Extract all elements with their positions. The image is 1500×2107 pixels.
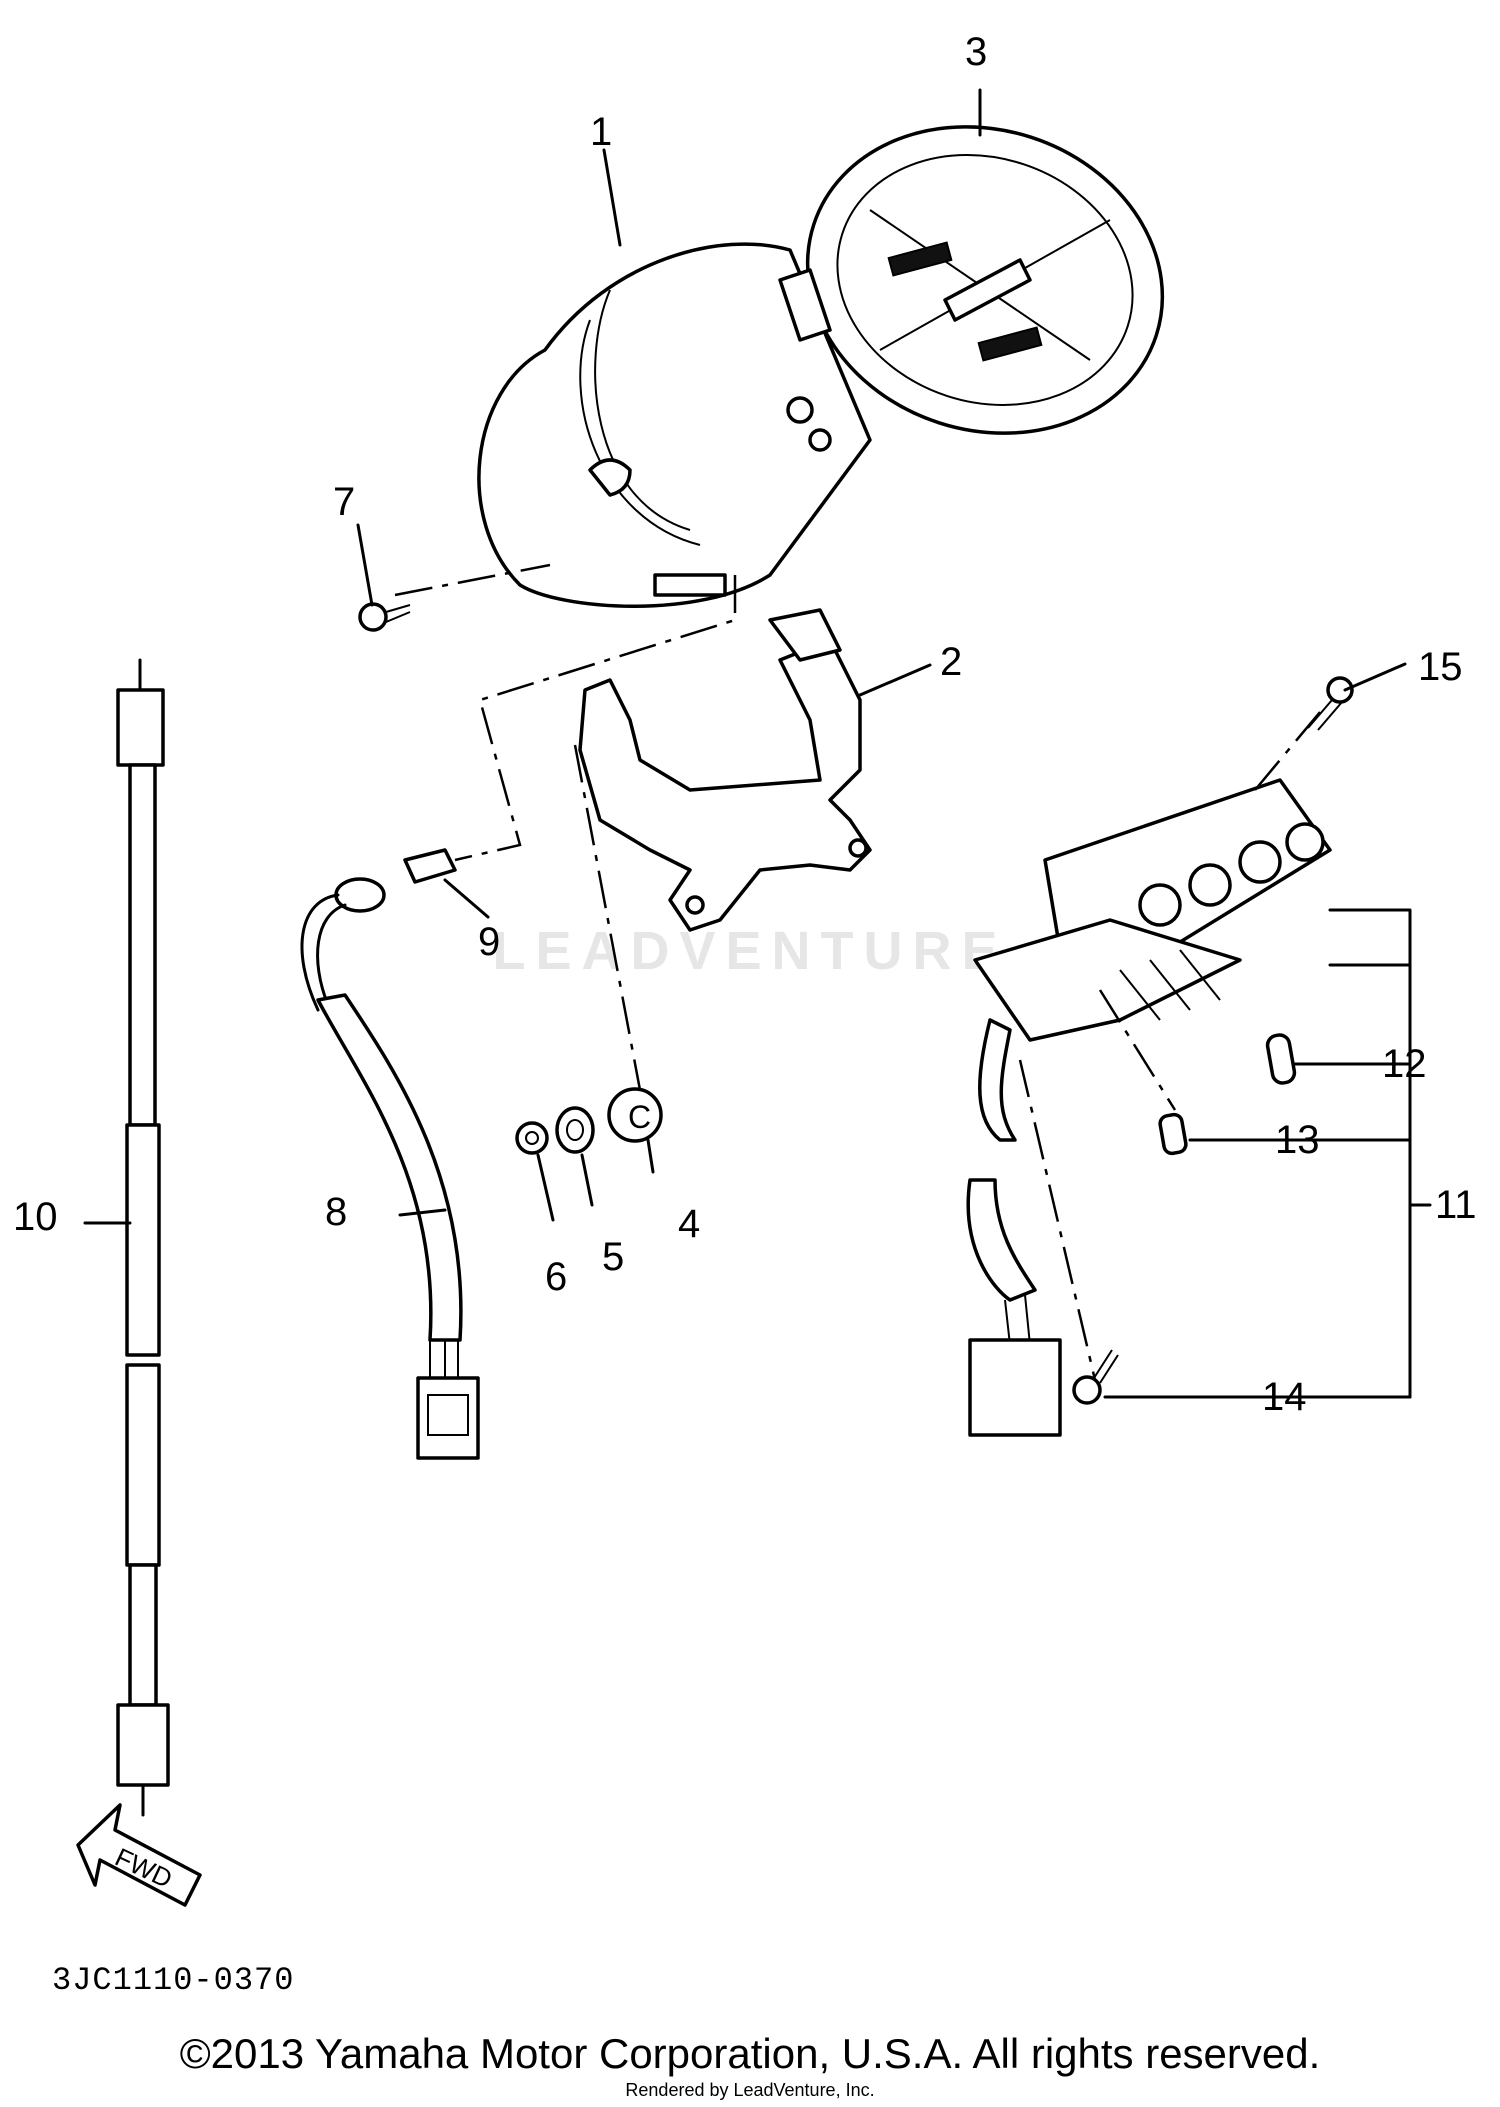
callout-8: 8 (325, 1190, 347, 1234)
speedometer-cable-part (116, 658, 170, 1817)
callout-7: 7 (333, 480, 355, 524)
bulb-13-part (1158, 1112, 1188, 1156)
callout-6: 6 (545, 1255, 567, 1299)
leader-lines (83, 88, 1432, 1399)
forward-arrow: FWD (76, 1803, 202, 1907)
callout-labels: 1 2 3 4 5 6 7 8 9 10 11 12 13 14 15 (13, 30, 1477, 1419)
callout-9: 9 (478, 920, 500, 964)
nut-part (515, 1121, 549, 1155)
callout-4: 4 (678, 1202, 700, 1246)
watermark-text: LEADVENTURE (492, 921, 1008, 981)
callout-2: 2 (940, 640, 962, 684)
screw-15-part (1307, 676, 1354, 731)
callout-5: 5 (602, 1235, 624, 1279)
screw-14-part (1072, 1349, 1119, 1405)
callout-15: 15 (1418, 645, 1463, 689)
callout-14: 14 (1262, 1375, 1307, 1419)
meter-bracket-part (578, 608, 872, 932)
callout-1: 1 (590, 110, 612, 154)
washer-part (555, 1106, 595, 1154)
diagram-code: 3JC1110-0370 (52, 1962, 295, 1999)
socket-boot-part (403, 848, 457, 884)
wire-harness-part (300, 877, 480, 1460)
callout-10: 10 (13, 1195, 58, 1239)
screw-part (358, 602, 411, 632)
callout-13: 13 (1275, 1118, 1320, 1162)
svg-text:C: C (628, 1099, 651, 1135)
rendered-by-text: Rendered by LeadVenture, Inc. (625, 2080, 875, 2100)
indicator-light-part (966, 778, 1332, 1437)
callout-12: 12 (1382, 1042, 1427, 1086)
meter-housing-part (477, 242, 872, 608)
bulb-12-part (1265, 1033, 1297, 1085)
copyright-text: ©2013 Yamaha Motor Corporation, U.S.A. A… (179, 2030, 1321, 2077)
callout-11: 11 (1435, 1183, 1477, 1227)
speedometer-part (778, 125, 1165, 452)
grommet-part: C (607, 1087, 663, 1143)
callout-3: 3 (965, 30, 987, 74)
